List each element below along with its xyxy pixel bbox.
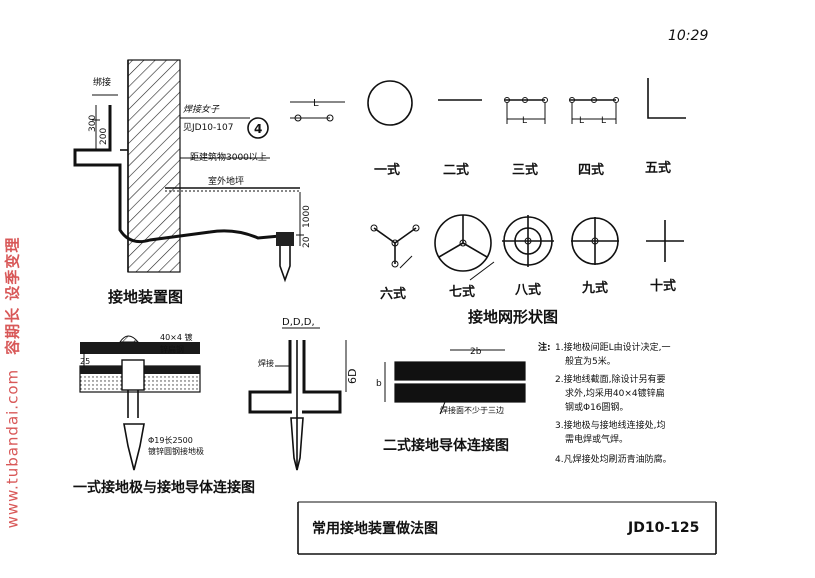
rod-cap [276, 232, 294, 246]
caption-installation: 接地装置图 [108, 288, 183, 306]
caption-detail-one: 一式接地极与接地导体连接图 [73, 479, 255, 496]
form-label-8: 八式 [514, 282, 541, 298]
title-block: 常用接地装置做法图 JD10-125 [297, 501, 717, 555]
form-10 [646, 220, 684, 262]
label-flat2: 锌扁钢 [160, 344, 184, 354]
label-6d: 6D [346, 369, 359, 384]
label-dim-25: 25 [80, 357, 90, 366]
title-block-code: JD10-125 [627, 520, 699, 536]
notes-title: 注: [538, 341, 551, 353]
label-flat: 40×4 镀 [160, 332, 193, 342]
circle-num: 4 [254, 122, 262, 136]
label-l-small: L [313, 98, 319, 109]
form-label-6: 六式 [380, 286, 406, 302]
form-label-5: 五式 [645, 160, 671, 176]
label-b: b [376, 379, 382, 389]
detail-circle [247, 117, 269, 139]
rod-clamp [121, 359, 145, 391]
label-ground: 室外地坪 [208, 175, 244, 187]
page-number: 10:29 [668, 28, 708, 44]
note-line-1: 1.接地极间距L由设计决定,一 [555, 341, 670, 353]
note-line-8: 4.凡焊接处均刷沥青油防腐。 [555, 453, 672, 465]
form-4-l2: L [601, 116, 606, 126]
label-rod: Φ19长2500 [148, 435, 193, 445]
installation-drawing: 绑接 300 200 焊接女子 见JD10-107 4 距建筑物3000以上 室… [73, 59, 345, 306]
caption-detail-two: 二式接地导体连接图 [383, 437, 509, 454]
mid-rod-tip [290, 417, 304, 471]
note-line-5: 钢或Φ16圆钢。 [565, 401, 629, 413]
down-conductor [73, 105, 281, 244]
form-label-3: 三式 [512, 162, 538, 178]
grid-forms: L L L [367, 78, 686, 326]
form-9 [571, 217, 619, 265]
label-conn: 焊接女子 [183, 104, 220, 115]
rod-tip [123, 423, 145, 471]
detail-mid: D,D,D, 焊接 6D [248, 317, 359, 471]
label-feiweg: 绑接 [93, 76, 111, 88]
form-label-9: 九式 [581, 280, 608, 296]
title-block-title: 常用接地装置做法图 [312, 520, 438, 537]
notes: 注: 1.接地极间距L由设计决定,一 般宜为5米。 2.接地线截面,除设计另有要… [538, 341, 672, 465]
form-5-angle [647, 78, 686, 119]
form-4-l1: L [579, 116, 584, 126]
label-dim-200: 200 [99, 128, 109, 145]
label-dim-300: 300 [88, 115, 98, 132]
form-7 [434, 214, 495, 281]
label-d: D,D,D, [282, 317, 315, 328]
note-line-7: 需电焊或气焊。 [565, 433, 628, 445]
form-label-10: 十式 [650, 278, 676, 294]
label-weld: 焊接 [258, 358, 274, 368]
label-dist: 距建筑物3000以上 [190, 151, 267, 163]
label-dim-1000: 1000 [302, 205, 312, 228]
label-2b: 2b [470, 347, 482, 357]
label-ref: 见JD10-107 [183, 122, 233, 133]
form-6 [370, 224, 420, 269]
label-dim-20: 20 [302, 236, 312, 248]
label-weld-face: 焊接面不少于三边 [440, 405, 504, 415]
note-line-3: 2.接地线截面,除设计另有要 [555, 373, 665, 385]
detail-one: 40×4 镀 锌扁钢 25 Φ19长2500 镀锌圆钢接地极 一式接地极与接地导… [73, 332, 255, 496]
form-label-2: 二式 [443, 162, 469, 178]
note-line-6: 3.接地极与接地线连接处,均 [555, 419, 665, 431]
form-label-1: 一式 [374, 162, 400, 178]
form-3-l: L [522, 116, 527, 126]
note-line-2: 般宜为5米。 [565, 355, 616, 367]
form-1-circle [367, 80, 413, 126]
form-label-4: 四式 [578, 162, 604, 178]
form-8 [502, 215, 554, 267]
note-line-4: 求外,均采用40×4镀锌扁 [565, 387, 665, 399]
detail-two: 2b b 焊接面不少于三边 二式接地导体连接图 [376, 347, 526, 454]
form-label-7: 七式 [449, 284, 475, 300]
ground-rod [279, 246, 291, 283]
label-rod2: 镀锌圆钢接地极 [148, 446, 204, 456]
caption-grid-forms: 接地网形状图 [468, 308, 558, 326]
